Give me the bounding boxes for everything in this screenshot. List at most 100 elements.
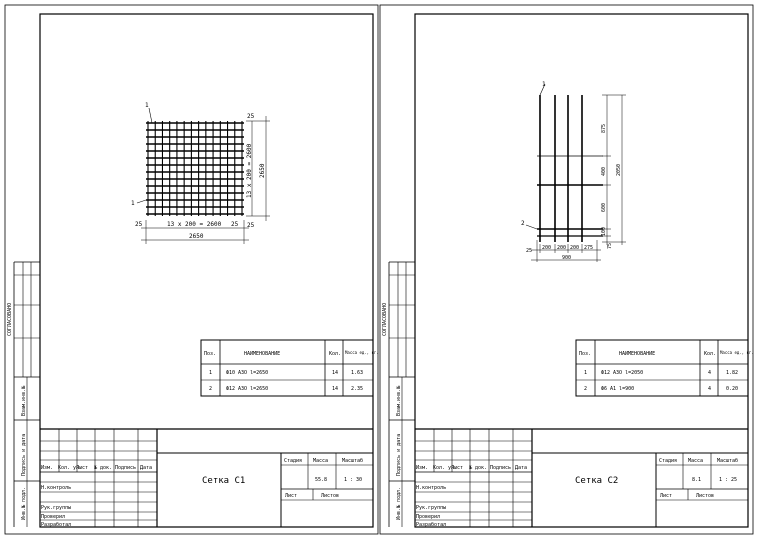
spec-row-1-pos: 1	[209, 370, 212, 376]
stamp-col-list: Лист	[76, 465, 88, 471]
stamp-role-head: Рук.группы	[41, 505, 71, 511]
stamp-role-ncontrol: Н.контроль	[416, 485, 446, 491]
dim-right-span: 13 x 200 = 2600	[246, 143, 253, 198]
side-label-inv-replace: Взам.инв.№	[396, 386, 402, 416]
sheet-title: Сетка С2	[575, 476, 618, 486]
spec-row-2-qty: 4	[708, 386, 711, 392]
stamp-scale-value: 1 : 25	[719, 477, 737, 483]
sheet-outer-border	[4, 4, 379, 535]
stamp-col-list: Лист	[451, 465, 463, 471]
stamp-mass-value: 8.1	[692, 477, 701, 483]
spec-row-1-qty: 14	[332, 370, 338, 376]
side-strip: СОГЛАСОВАНО Взам.инв.№ Подпись и дата Ин…	[382, 261, 415, 527]
dim-h-25: 25	[526, 248, 532, 254]
position-label-2: 1	[131, 200, 135, 207]
dim-right-total: 2650	[259, 163, 266, 178]
sheet-c2: СОГЛАСОВАНО Взам.инв.№ Подпись и дата Ин…	[379, 4, 754, 535]
stamp-role-checked: Проверил	[416, 514, 440, 520]
spec-table: Поз. НАИМЕНОВАНИЕ Кол. Масса ед., кг. 1 …	[200, 339, 379, 397]
mesh-c2-drawing: 1 2 875 400 600 100 75 2050	[521, 81, 626, 262]
dim-bottom-span: 13 x 200 = 2600	[167, 221, 222, 228]
dim-v-400: 400	[601, 167, 607, 176]
dim-v-100: 100	[601, 227, 607, 236]
dim-v-600: 600	[601, 203, 607, 212]
mesh-c1-drawing: 1 1 25 13 x 200 = 2600 2650 25 25 13 x 2…	[131, 102, 270, 244]
stamp-col-doc: № док.	[94, 465, 112, 471]
stamp-sheets-label: Листов	[321, 493, 339, 499]
stamp-role-head: Рук.группы	[416, 505, 446, 511]
stamp-scale-value: 1 : 30	[344, 477, 362, 483]
stamp-role-developer: Разработал	[41, 521, 71, 528]
spec-row-2-name: Ф12 А3О l=2650	[226, 386, 268, 392]
dim-bottom-total: 2650	[189, 233, 204, 240]
stamp-col-izm: Изм.	[41, 465, 53, 471]
dim-h-200b: 200	[557, 245, 566, 251]
title-block: Изм. Кол. уч. Лист № док. Подпись Дата Н…	[40, 428, 373, 528]
dim-bottom-right: 25	[247, 222, 255, 229]
spec-header-pos: Поз.	[204, 351, 216, 357]
position-label-2: 2	[521, 220, 525, 227]
stamp-sheet-label: Лист	[285, 493, 297, 499]
dim-v-75: 75	[607, 243, 613, 249]
spec-row-1-mass: 1.82	[726, 370, 738, 376]
spec-header-mass: Масса ед., кг.	[345, 350, 379, 355]
dim-h-200a: 200	[542, 245, 551, 251]
spec-header-pos: Поз.	[579, 351, 591, 357]
stamp-scale-label: Масштаб	[717, 457, 738, 464]
stamp-col-doc: № док.	[469, 465, 487, 471]
spec-row-1-mass: 1.63	[351, 370, 363, 376]
dim-h-275: 275	[584, 245, 593, 251]
spec-header-name: НАИМЕНОВАНИЕ	[244, 351, 280, 357]
sheet-c1: СОГЛАСОВАНО Взам.инв.№ Подпись и дата Ин…	[4, 4, 379, 535]
stamp-mass-label: Масса	[688, 458, 703, 464]
side-label-sign-date: Подпись и дата	[21, 434, 27, 476]
stamp-sheets-label: Листов	[696, 493, 714, 499]
spec-header-name: НАИМЕНОВАНИЕ	[619, 351, 655, 357]
spec-row-2-qty: 14	[332, 386, 338, 392]
dim-h-total: 900	[562, 255, 571, 261]
stamp-role-developer: Разработал	[416, 521, 446, 528]
dim-left-offset: 25	[135, 221, 143, 228]
stamp-role-checked: Проверил	[41, 514, 65, 520]
sheet-outer-border	[379, 4, 754, 535]
side-label-inv-replace: Взам.инв.№	[21, 386, 27, 416]
dim-top-right: 25	[247, 113, 255, 120]
sheet-frame	[39, 13, 374, 528]
spec-header-qty: Кол.	[329, 351, 341, 357]
spec-row-2-mass: 2.35	[351, 386, 363, 392]
spec-row-1-name: Ф10 А3О l=2650	[226, 370, 268, 376]
stamp-role-ncontrol: Н.контроль	[41, 485, 71, 491]
title-block: Изм. Кол. уч. Лист № док. Подпись Дата Н…	[415, 428, 748, 528]
side-label-agreed: СОГЛАСОВАНО	[7, 303, 13, 336]
spec-header-qty: Кол.	[704, 351, 716, 357]
stamp-col-sign: Подпись	[115, 465, 136, 471]
spec-row-2-name: Ф6 А1 l=900	[601, 386, 634, 392]
spec-row-2-pos: 2	[584, 386, 587, 392]
position-label-1: 1	[542, 81, 546, 88]
side-label-sign-date: Подпись и дата	[396, 434, 402, 476]
spec-table: Поз. НАИМЕНОВАНИЕ Кол. Масса ед., кг. 1 …	[575, 339, 754, 397]
side-label-inv-orig: Инв.№ подл.	[21, 487, 27, 520]
stamp-stage-label: Стадия	[284, 458, 302, 464]
stamp-col-izm: Изм.	[416, 465, 428, 471]
stamp-mass-label: Масса	[313, 458, 328, 464]
stamp-stage-label: Стадия	[659, 458, 677, 464]
stamp-sheet-label: Лист	[660, 493, 672, 499]
stamp-col-sign: Подпись	[490, 465, 511, 471]
stamp-col-kol: Кол. уч.	[433, 465, 457, 471]
spec-row-1-qty: 4	[708, 370, 711, 376]
dim-bottom-end: 25	[231, 221, 239, 228]
spec-row-2-pos: 2	[209, 386, 212, 392]
sheet-title: Сетка С1	[202, 476, 245, 486]
spec-row-1-name: Ф12 А3О l=2050	[601, 370, 643, 376]
spec-row-2-mass: 0.20	[726, 386, 738, 392]
side-strip: СОГЛАСОВАНО Взам.инв.№ Подпись и дата Ин…	[7, 261, 40, 527]
dim-v-875: 875	[601, 124, 607, 133]
stamp-col-kol: Кол. уч.	[58, 465, 82, 471]
dim-h-200c: 200	[570, 245, 579, 251]
side-label-inv-orig: Инв.№ подл.	[396, 487, 402, 520]
spec-row-1-pos: 1	[584, 370, 587, 376]
spec-header-mass: Масса ед., кг.	[720, 350, 754, 355]
